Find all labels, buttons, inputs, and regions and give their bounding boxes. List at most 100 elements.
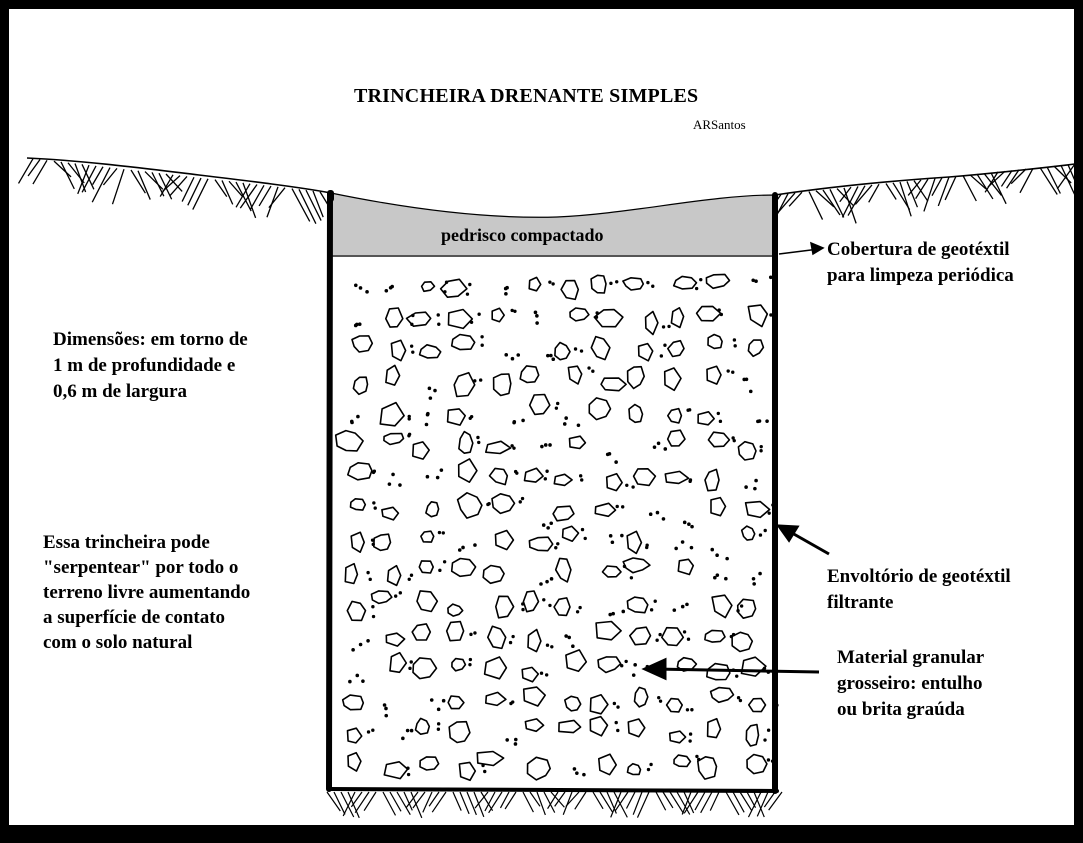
grain-dot <box>770 759 775 763</box>
hatch-stroke <box>159 174 174 197</box>
grain-dot <box>366 638 370 643</box>
grain-dot <box>591 369 595 373</box>
grain-dot <box>368 577 372 582</box>
hatch-stroke <box>683 791 699 814</box>
grain-dot <box>682 630 687 634</box>
hatch-stroke <box>906 181 919 208</box>
stone <box>418 560 434 574</box>
dimensions-line2: 1 m de profundidade e <box>53 355 236 376</box>
stone <box>554 557 572 583</box>
stone <box>448 720 471 744</box>
dimensions-note: Dimensões: em torno de 1 m de profundida… <box>53 327 343 405</box>
stone <box>706 365 722 385</box>
stone <box>485 440 512 455</box>
grain-dot <box>551 357 556 362</box>
stone <box>488 467 509 486</box>
stone <box>554 341 571 361</box>
grain-dot <box>516 353 521 357</box>
grain-dot <box>710 547 715 552</box>
hatch-stroke <box>899 181 912 217</box>
hatch-stroke <box>847 185 866 216</box>
stone <box>707 431 731 448</box>
grain-dot <box>390 284 394 289</box>
dimensions-line1: Dimensões: em torno de <box>53 329 248 350</box>
grain-dot <box>583 536 587 541</box>
grain-dot <box>567 635 572 640</box>
stone <box>528 536 554 552</box>
stone <box>447 695 465 710</box>
stone <box>627 718 646 738</box>
stone <box>491 493 516 515</box>
stone <box>697 756 718 780</box>
hatch-stroke <box>725 791 740 816</box>
hatch-stroke <box>700 791 713 814</box>
grain-dot <box>611 611 615 616</box>
hatch-stroke <box>382 791 397 816</box>
stone <box>383 432 405 446</box>
author-credit: ARSantos <box>693 117 746 132</box>
grain-dot <box>365 290 369 294</box>
envelope-line2: filtrante <box>827 592 894 613</box>
hatch-stroke <box>499 791 510 809</box>
stone <box>705 273 731 290</box>
grain-dot <box>775 703 779 707</box>
stone <box>605 472 623 492</box>
grain-dot <box>572 767 577 771</box>
stone <box>628 403 644 424</box>
stone <box>710 496 727 517</box>
hatch-stroke <box>915 178 929 200</box>
stone <box>458 430 474 454</box>
hatch-stroke <box>266 186 279 218</box>
hatch-stroke <box>396 791 411 815</box>
stone <box>526 756 551 781</box>
grain-dot <box>614 460 618 464</box>
grain-dot <box>663 343 667 347</box>
hatch-stroke <box>550 791 565 808</box>
grain-dot <box>543 477 548 481</box>
stone <box>412 441 430 460</box>
grain-dot <box>353 323 358 328</box>
grain-dot <box>773 311 777 315</box>
grain-dot <box>653 599 657 603</box>
grain-dot <box>373 506 377 510</box>
hatch-stroke <box>923 178 936 212</box>
grain-dot <box>437 530 442 535</box>
grain-dot <box>407 434 411 438</box>
hatch-stroke <box>632 791 643 815</box>
hatch-stroke <box>165 173 183 192</box>
hatch-stroke <box>753 791 765 818</box>
grain-dot <box>438 568 442 573</box>
hatch-stroke <box>187 177 202 206</box>
stone <box>383 761 409 780</box>
arrow-geotextile-cover <box>778 241 825 256</box>
grain-dot <box>544 673 549 677</box>
grain-dot <box>441 531 445 535</box>
hatch-stroke <box>694 791 706 811</box>
hatch-stroke <box>181 176 195 202</box>
stone <box>453 371 476 398</box>
grain-dot <box>480 343 484 347</box>
geotextile-cover-line1: Cobertura de geotéxtil <box>827 239 1010 260</box>
hatch-stroke <box>625 791 636 809</box>
grain-dot <box>595 311 599 315</box>
stone <box>622 277 645 291</box>
grain-dot <box>473 543 477 547</box>
grain-dot <box>688 478 693 482</box>
grain-dot <box>370 538 375 542</box>
grain-dot <box>621 609 626 614</box>
granular-material <box>334 273 779 782</box>
grain-dot <box>468 657 473 662</box>
stone <box>626 530 643 555</box>
grain-dot <box>657 695 661 700</box>
hatch-stroke <box>763 791 776 808</box>
serpentine-line1: Essa trincheira pode <box>43 532 210 553</box>
dimensions-line3: 0,6 m de largura <box>53 381 188 402</box>
stone <box>352 376 369 396</box>
grain-dot <box>540 444 544 449</box>
hatch-stroke <box>305 189 322 221</box>
grain-dot <box>661 517 666 521</box>
stone <box>420 530 435 543</box>
stone <box>494 529 515 551</box>
grain-dot <box>717 308 721 312</box>
stone <box>588 397 612 421</box>
